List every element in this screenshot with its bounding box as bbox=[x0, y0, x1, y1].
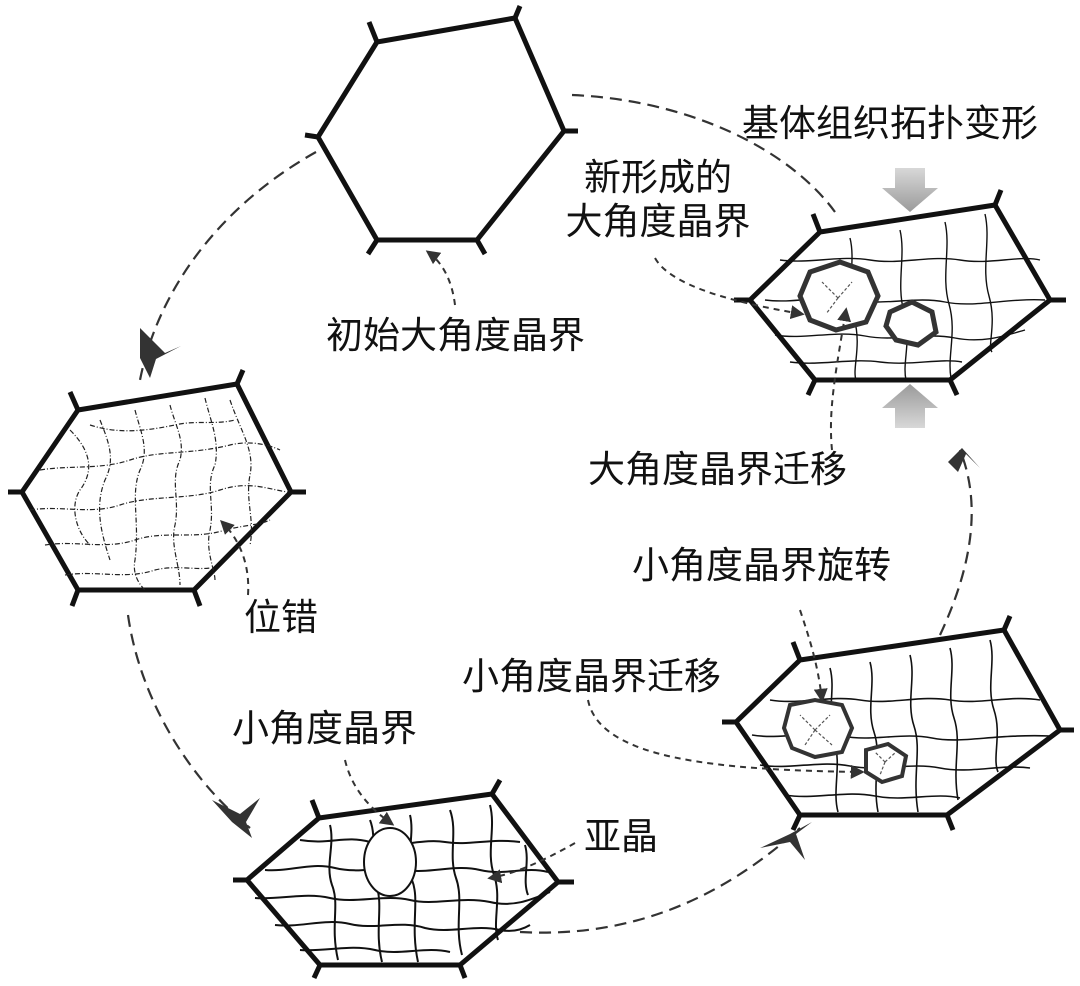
arrow-hagb-migration bbox=[829, 307, 852, 451]
subgrain-hexagon bbox=[233, 778, 574, 980]
compression-arrow-top bbox=[882, 168, 938, 212]
label-lagb: 小角度晶界 bbox=[232, 707, 417, 750]
label-new-hagb-line2: 大角度晶界 bbox=[565, 200, 751, 244]
arrow-subgrain bbox=[487, 842, 576, 884]
label-subgrain: 亚晶 bbox=[584, 815, 658, 858]
arrow-initial-hagb bbox=[425, 250, 456, 306]
arrow-lagb-rotation bbox=[799, 609, 828, 703]
label-dislocation: 位错 bbox=[244, 596, 318, 639]
dislocation-grain-hexagon bbox=[8, 369, 306, 607]
label-new-hagb: 新形成的 大角度晶界 bbox=[548, 156, 768, 245]
arrow-new-hagb bbox=[654, 257, 805, 320]
new-hagb-grain-hexagon bbox=[734, 189, 1066, 397]
label-hagb-migration: 大角度晶界迁移 bbox=[588, 448, 847, 491]
label-lagb-rotation: 小角度晶界旋转 bbox=[632, 544, 891, 587]
arrow-lagb-migration bbox=[587, 699, 865, 779]
label-new-hagb-line1: 新形成的 bbox=[584, 156, 732, 199]
cycle-chevrons bbox=[140, 328, 980, 860]
initial-grain-hexagon bbox=[304, 5, 578, 256]
label-lagb-migration: 小角度晶界迁移 bbox=[462, 655, 721, 698]
label-matrix-topology: 基体组织拓扑变形 bbox=[742, 102, 1038, 145]
compression-arrow-bottom bbox=[882, 384, 938, 428]
label-initial-hagb: 初始大角度晶界 bbox=[326, 314, 585, 357]
lagb-grain-hexagon bbox=[722, 615, 1074, 832]
